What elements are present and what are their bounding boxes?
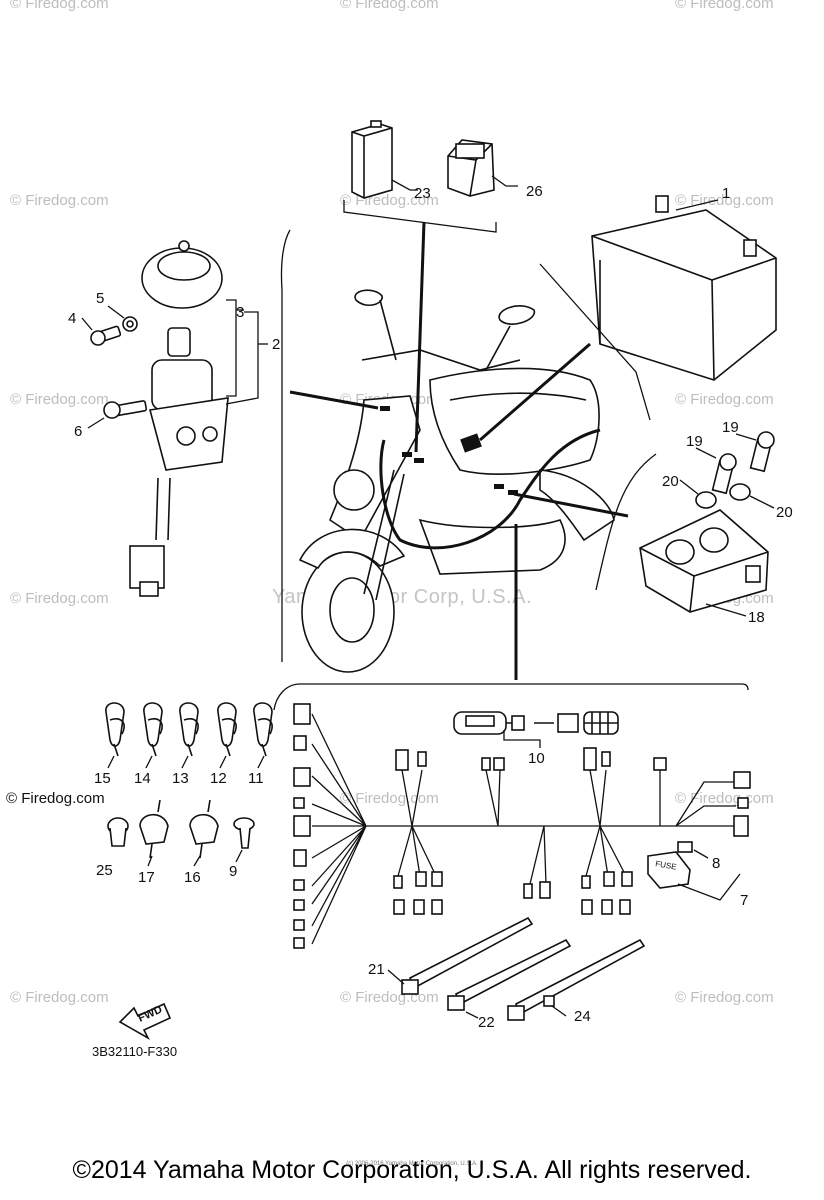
callout-20-left: 20 [662, 473, 679, 490]
callout-23: 23 [414, 185, 431, 202]
clamp-12 [217, 702, 237, 757]
diagram-code: 3B32110-F330 [92, 1044, 177, 1059]
clamp-13 [179, 702, 199, 757]
callout-19-left: 19 [686, 433, 703, 450]
callout-13: 13 [172, 770, 189, 787]
fuse-8 [677, 841, 693, 853]
callout-2: 2 [272, 336, 280, 353]
band-17 [139, 799, 169, 859]
callout-14: 14 [134, 770, 151, 787]
clamp-15 [105, 702, 125, 757]
fuse-box-label: FUSE [655, 859, 678, 872]
grommet-25 [107, 817, 129, 847]
callout-5: 5 [96, 290, 104, 307]
callout-1: 1 [722, 185, 730, 202]
watermark-site: © Firedog.com [10, 391, 109, 408]
callout-24: 24 [574, 1008, 591, 1025]
watermark-site: © Firedog.com [340, 0, 439, 12]
callout-8: 8 [712, 855, 720, 872]
clamp-11 [253, 702, 273, 757]
watermark-site: © Firedog.com [675, 790, 774, 807]
callout-6: 6 [74, 423, 82, 440]
fwd-arrow-icon: FWD [118, 1002, 172, 1041]
watermark-site: © Firedog.com [675, 989, 774, 1006]
clip-9 [233, 817, 255, 849]
callout-22: 22 [478, 1014, 495, 1031]
footer-copyright: ©2014 Yamaha Motor Corporation, U.S.A. A… [72, 1156, 752, 1184]
wire-harness [293, 703, 751, 949]
watermark-site: © Firedog.com [10, 192, 109, 209]
washer-5 [122, 316, 138, 332]
watermark-site: © Firedog.com [10, 590, 109, 607]
callout-11: 11 [248, 770, 264, 787]
watermark-site-dark: © Firedog.com [6, 790, 105, 807]
callout-4: 4 [68, 310, 76, 327]
clamp-set [105, 702, 273, 757]
callout-21: 21 [368, 961, 385, 978]
bolt-19-left [711, 453, 737, 495]
callout-10: 10 [528, 750, 545, 767]
watermark-site: © Firedog.com [10, 0, 109, 12]
callout-16: 16 [184, 869, 201, 886]
watermark-site: © Firedog.com [340, 989, 439, 1006]
callout-9: 9 [229, 863, 237, 880]
callout-20-right: 20 [776, 504, 793, 521]
cable-tie-22 [447, 938, 572, 1011]
relay-26 [447, 139, 495, 197]
relay-23 [351, 120, 393, 199]
scooter-illustration [280, 221, 657, 680]
screw-4 [90, 325, 122, 346]
callout-7: 7 [740, 892, 748, 909]
callout-18: 18 [748, 609, 765, 626]
washer-20-right [729, 483, 751, 501]
clamp-14 [143, 702, 163, 757]
fuse-box: FUSE [647, 851, 691, 889]
callout-15: 15 [94, 770, 111, 787]
band-16 [189, 799, 219, 859]
main-switch-assembly [129, 240, 229, 597]
watermark-site: © Firedog.com [675, 0, 774, 12]
watermark-site: © Firedog.com [10, 989, 109, 1006]
battery [591, 195, 777, 381]
rectifier-regulator [639, 509, 769, 613]
callout-3: 3 [236, 304, 244, 321]
watermark-site: © Firedog.com [340, 790, 439, 807]
washer-20-left [695, 491, 717, 509]
watermark-site: © Firedog.com [675, 391, 774, 408]
lead-10 [453, 711, 619, 735]
screw-6 [103, 400, 148, 419]
callout-26: 26 [526, 183, 543, 200]
cable-tie-24 [507, 938, 646, 1021]
small-copyright: (c) 2006-2016 Yamaha Motor Corporation, … [346, 1161, 478, 1167]
callout-12: 12 [210, 770, 227, 787]
callout-19-right: 19 [722, 419, 739, 436]
cable-tie-21 [401, 916, 534, 995]
bolt-19-right [749, 431, 775, 473]
callout-17: 17 [138, 869, 155, 886]
callout-25: 25 [96, 862, 113, 879]
